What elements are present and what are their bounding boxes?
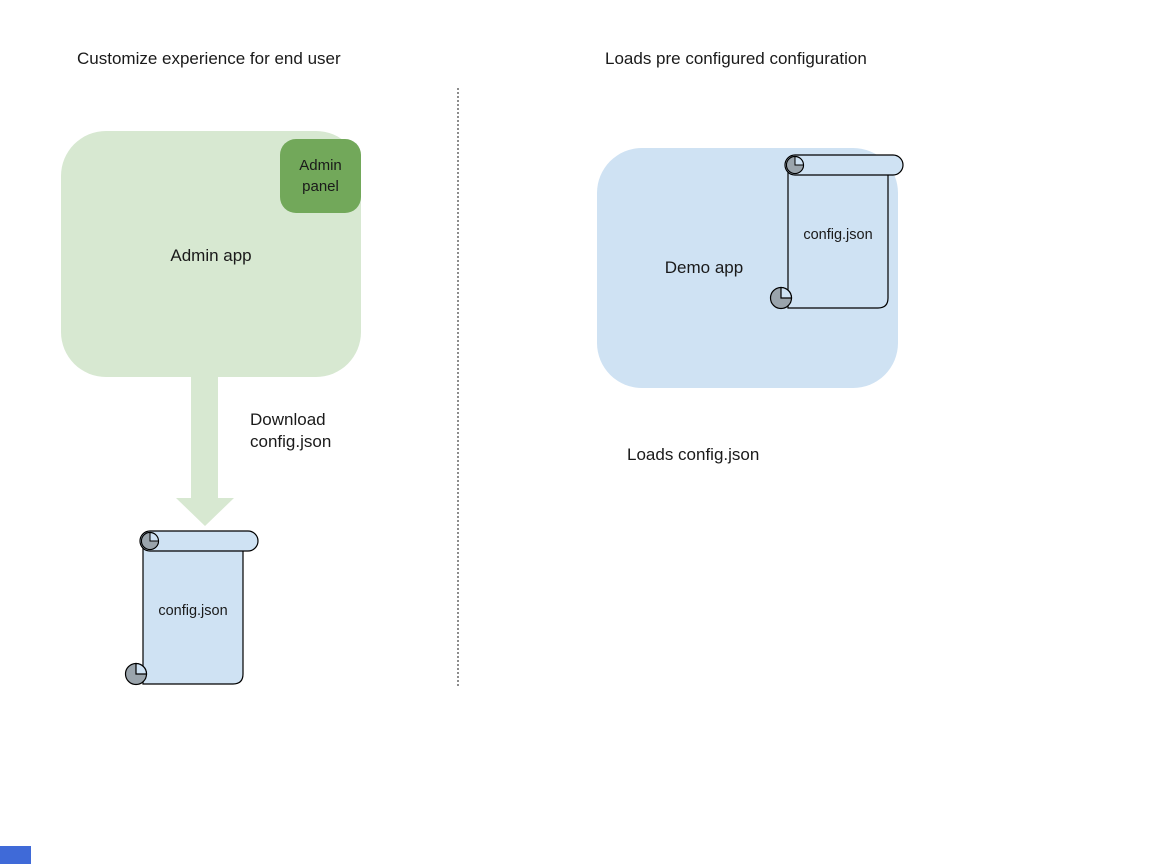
demo-app-label: Demo app <box>664 258 744 277</box>
config-scroll-left: config.json <box>124 529 260 687</box>
config-file-label-left: config.json <box>158 603 228 619</box>
scroll-top-roll <box>139 530 259 552</box>
scroll-shape-icon <box>124 530 259 686</box>
download-arrow-icon <box>176 375 234 526</box>
loads-config-caption: Loads config.json <box>627 445 760 464</box>
admin-panel-box: Admin panel <box>280 139 361 213</box>
download-arrow-label: Download config.json <box>250 410 332 451</box>
scroll-shape-icon <box>769 154 904 310</box>
scroll-bottom-curl-notch <box>780 286 793 299</box>
corner-blue-rect <box>0 846 31 864</box>
scroll-top-roll <box>784 154 904 176</box>
admin-app-box: Admin panel Admin app <box>61 131 361 377</box>
section-divider-line <box>457 88 459 686</box>
scroll-top-spiral-fill <box>786 155 805 174</box>
scroll-body <box>787 164 889 309</box>
config-scroll-right: config.json <box>769 153 905 311</box>
left-section-title: Customize experience for end user <box>77 49 341 68</box>
right-section-title: Loads pre configured configuration <box>605 49 867 68</box>
scroll-body <box>142 540 244 685</box>
admin-app-label: Admin app <box>170 246 252 265</box>
scroll-bottom-curl-notch <box>135 662 148 675</box>
admin-panel-label: Admin panel <box>299 157 342 195</box>
scroll-top-spiral-fill <box>141 531 160 550</box>
config-file-label-right: config.json <box>803 227 873 243</box>
